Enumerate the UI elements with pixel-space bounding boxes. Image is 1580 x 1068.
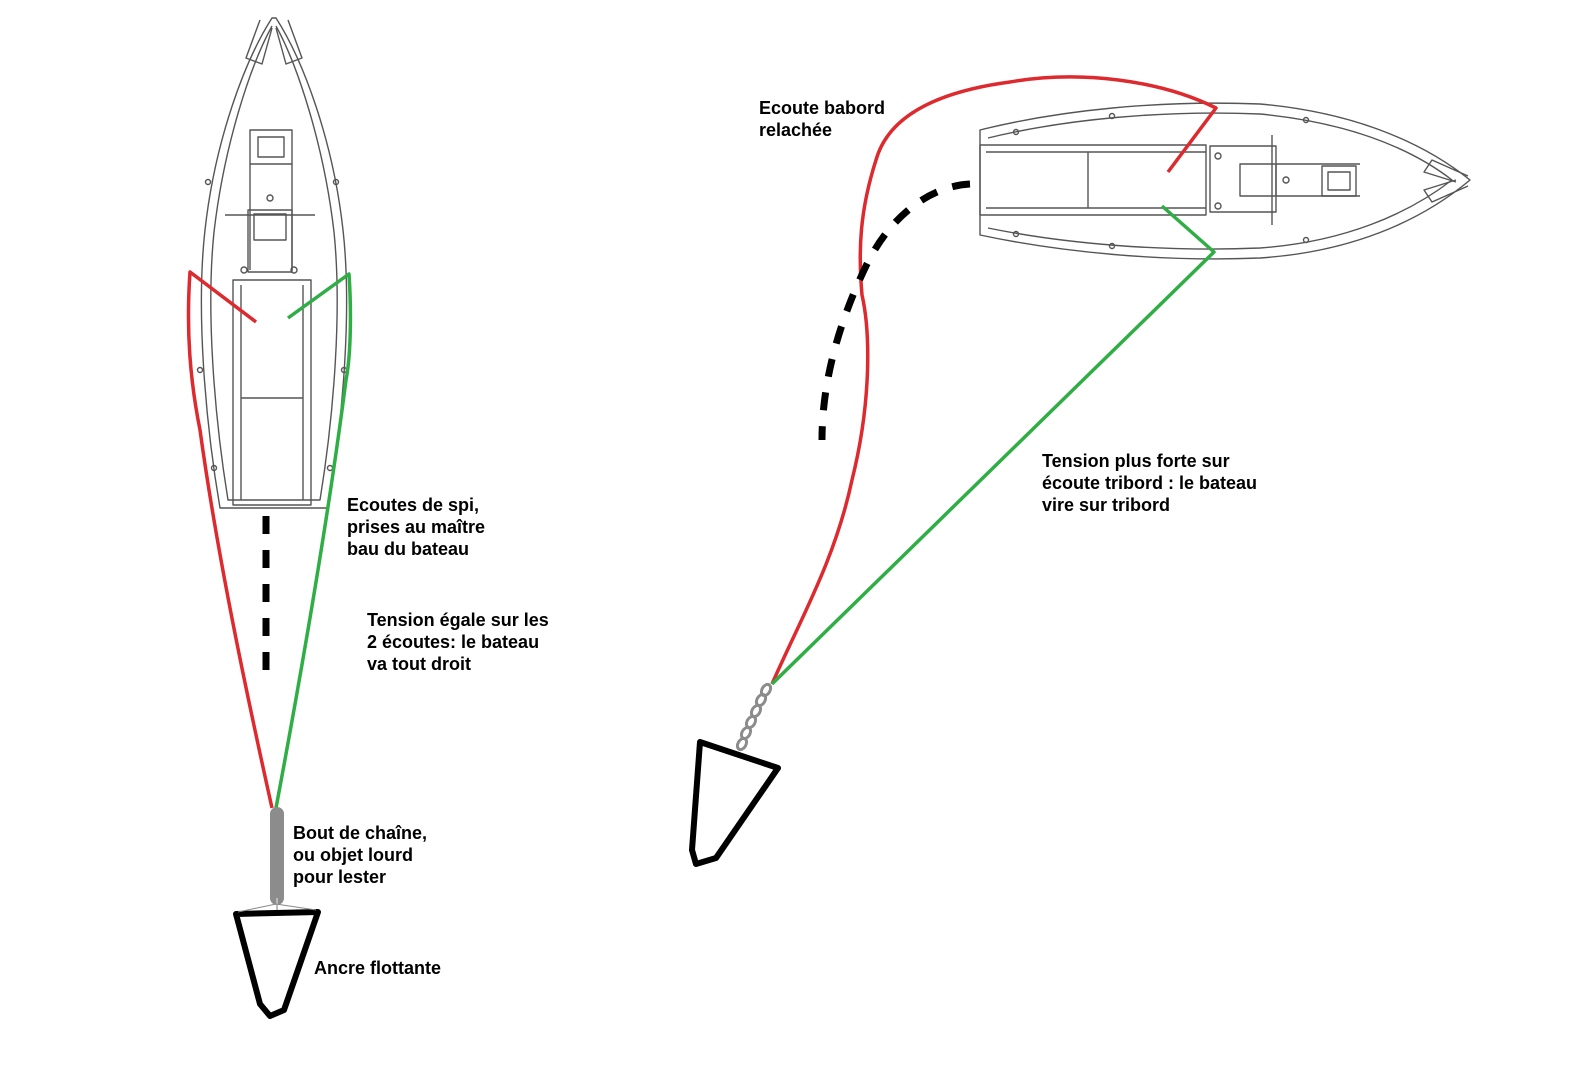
label-sheets-at-beam: Ecoutes de spi, prises au maître bau du … bbox=[347, 495, 486, 559]
boat-straight bbox=[196, 17, 348, 509]
sea-anchor-right bbox=[689, 739, 781, 867]
label-port-slack: Ecoute babord relachée bbox=[759, 98, 886, 140]
starboard-sheet-left bbox=[274, 272, 353, 809]
hull-inner-outline bbox=[210, 25, 338, 501]
port-sheet-right bbox=[770, 75, 1218, 685]
wake-right bbox=[818, 180, 971, 441]
hull-inner-outline bbox=[987, 112, 1453, 250]
hull-outline bbox=[979, 102, 1471, 260]
label-sea-anchor: Ancre flottante bbox=[314, 958, 442, 978]
chain-links-right bbox=[735, 682, 773, 752]
label-starboard-tension: Tension plus forte sur écoute tribord : … bbox=[1042, 451, 1258, 515]
sea-anchor-left bbox=[233, 909, 321, 1019]
boat-turning bbox=[979, 102, 1471, 260]
label-equal-tension: Tension égale sur les 2 écoutes: le bate… bbox=[367, 610, 549, 674]
port-sheet-left bbox=[186, 270, 274, 809]
hull-outline bbox=[200, 17, 348, 509]
starboard-sheet-right bbox=[770, 204, 1216, 686]
label-chain-weight: Bout de chaîne, ou objet lourd pour lest… bbox=[293, 823, 428, 887]
